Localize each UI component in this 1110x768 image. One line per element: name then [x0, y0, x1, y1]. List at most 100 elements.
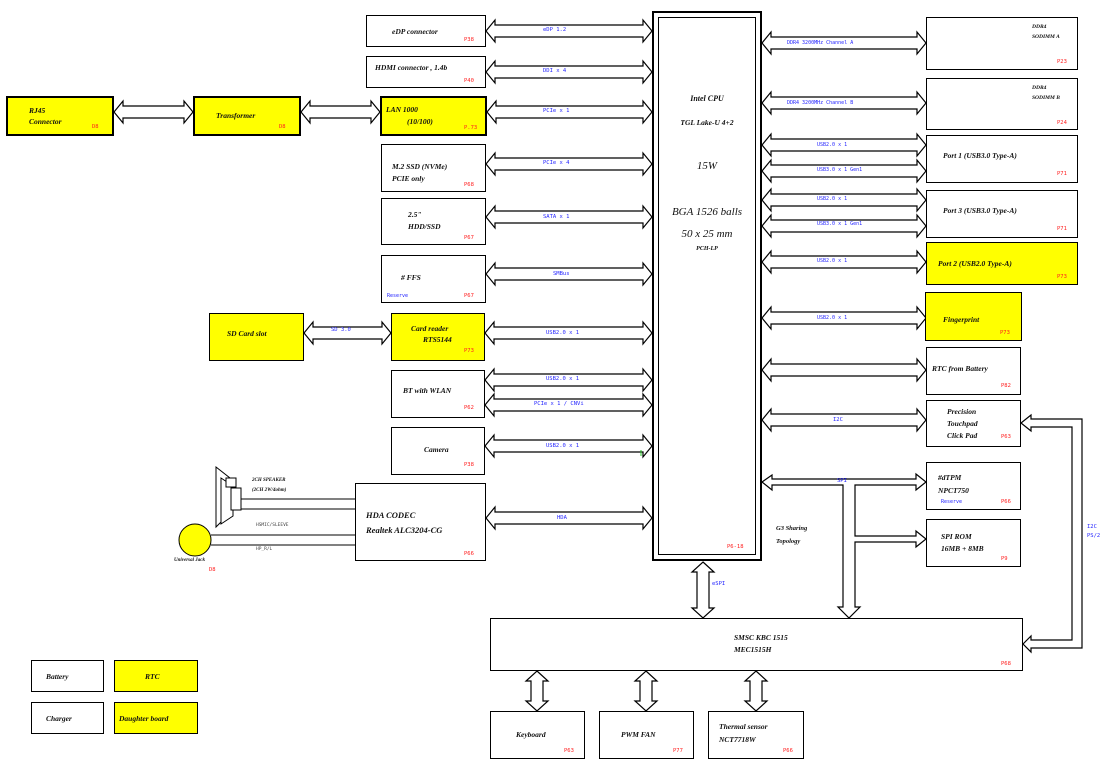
universal-jack-icon: [178, 523, 212, 557]
bus-fingerprint-usb2: USB2.0 x 1: [817, 315, 848, 321]
thermal-label: Thermal sensor: [719, 722, 768, 731]
arrow-lan: [486, 99, 653, 125]
bus-edp: eDP 1.2: [543, 27, 567, 33]
legend-daughter-label: Daughter board: [119, 714, 169, 723]
legend-charger: Charger: [31, 702, 104, 734]
fingerprint-label: Fingerprint: [943, 315, 980, 324]
cpu-block: Intel CPU TGL Lake-U 4+2 15W BGA 1526 ba…: [652, 11, 762, 561]
fan-page: P77: [673, 748, 683, 754]
spi-rom-label: SPI ROM: [941, 532, 972, 541]
speaker-label: 2CH SPEAKER: [252, 478, 286, 483]
thermal-chip: NCT7718W: [719, 735, 756, 744]
universal-jack-page: D8: [209, 567, 216, 573]
spi-rom-block: SPI ROM 16MB + 8MB P9: [926, 519, 1021, 567]
bus-i2c: I2C: [833, 417, 843, 423]
arrow-hda: [485, 505, 653, 531]
codec-page: P66: [464, 551, 474, 557]
fingerprint-block: Fingerprint P73: [925, 292, 1022, 341]
sd-card-slot-label: SD Card slot: [227, 329, 267, 338]
camera-page: P38: [464, 462, 474, 468]
arrow-keyboard: [524, 670, 550, 712]
camera-block: Camera P38: [391, 427, 485, 475]
ec-label: SMSC KBC 1515: [734, 633, 788, 642]
camera-label: Camera: [424, 445, 449, 454]
lan-label2: (10/100): [407, 117, 433, 126]
card-reader-chip: RTS5144: [423, 335, 452, 344]
port1-label: Port 1 (USB3.0 Type-A): [943, 151, 1017, 160]
ssd-page: P68: [464, 182, 474, 188]
bt-wlan-page: P62: [464, 405, 474, 411]
edp-page: P38: [464, 37, 474, 43]
port2-label: Port 2 (USB2.0 Type-A): [938, 259, 1012, 268]
i2c-side-label: I2C: [1087, 524, 1097, 530]
arrow-fan: [633, 670, 659, 712]
hdmi-page: P40: [464, 78, 474, 84]
card-reader-block: Card reader RTS5144 P73: [391, 313, 485, 361]
legend-rtc-label: RTC: [145, 672, 160, 681]
ffs-page: P67: [464, 293, 474, 299]
bus-ssd-pcie: PCIe x 4: [543, 160, 570, 166]
arrow-rj45-transformer: [113, 99, 194, 125]
dimm-a-page: P23: [1057, 59, 1067, 65]
lan-page: P.73: [464, 125, 478, 131]
usb-port2-block: Port 2 (USB2.0 Type-A) P73: [926, 242, 1078, 285]
bus-lan-pcie: PCIe x 1: [543, 108, 570, 114]
cpu-pch: PCH-LP: [696, 246, 718, 252]
rj45-connector-block: RJ45 Connector D8: [6, 96, 114, 136]
port2-page: P73: [1057, 274, 1067, 280]
card-reader-label: Card reader: [411, 324, 449, 333]
bus-smbus: SMBus: [553, 271, 570, 277]
card-reader-page: P73: [464, 348, 474, 354]
rj45-label2: Connector: [29, 117, 62, 126]
keyboard-page: P63: [564, 748, 574, 754]
lan-block: LAN 1000 (10/100) P.73: [380, 96, 487, 136]
rtc-battery-block: RTC from Battery P82: [926, 347, 1021, 395]
thermal-sensor-block: Thermal sensor NCT7718W P66: [708, 711, 804, 759]
arrow-rtc: [761, 357, 927, 383]
hdmi-connector-block: HDMI connector , 1.4b P40: [366, 56, 486, 88]
bus-ddr-a: DDR4 3200MHz Channel A: [787, 40, 854, 46]
bus-port1-usb3: USB3.0 x 1 Gen1: [817, 167, 863, 173]
usb-port3-block: Port 3 (USB3.0 Type-A) P71: [926, 190, 1078, 238]
transformer-label: Transformer: [216, 111, 256, 120]
rtc-battery-page: P82: [1001, 383, 1011, 389]
thermal-page: P66: [783, 748, 793, 754]
cpu-size: 50 x 25 mm: [681, 228, 733, 240]
bus-port1-usb2: USB2.0 x 1: [817, 142, 848, 148]
bus-wlan-pcie: PCIe x 1 / CNVi: [534, 401, 584, 407]
hdmi-label: HDMI connector , 1.4b: [375, 63, 448, 72]
jack-line-label1: HSMIC/SLEEVE: [256, 523, 289, 528]
lan-label: LAN 1000: [386, 105, 418, 114]
dtpm-block: #dTPM NPCT750 Reserve P66: [926, 462, 1021, 510]
dimm-b-label: DDR4: [1032, 85, 1047, 91]
bus-ddr-b: DDR4 3200MHz Channel B: [787, 100, 854, 106]
spi-rom-size: 16MB + 8MB: [941, 544, 984, 553]
dimm-a-label2: SODIMM A: [1032, 34, 1060, 40]
hdd-label: 2.5": [408, 210, 422, 219]
bus-cardreader-usb: USB2.0 x 1: [546, 330, 580, 336]
ec-page: P68: [1001, 661, 1011, 667]
ssd-label2: PCIE only: [392, 174, 425, 183]
spi-rom-page: P9: [1001, 556, 1008, 562]
arrow-edp: [485, 18, 653, 44]
bus-bt-usb: USB2.0 x 1: [546, 376, 580, 382]
edp-connector-block: eDP connector P38: [366, 15, 486, 47]
sodimm-a-block: DDR4 SODIMM A P23: [926, 17, 1078, 70]
keyboard-block: Keyboard P63: [490, 711, 585, 759]
ffs-reserve: Reserve: [387, 293, 409, 299]
arrow-sd-cardreader: [303, 320, 392, 346]
ffs-block: # FFS Reserve P67: [381, 255, 486, 303]
touchpad-label2: Touchpad: [947, 419, 978, 428]
rj45-label: RJ45: [29, 106, 46, 115]
ps2-side-label: PS/2: [1087, 533, 1101, 539]
arrow-thermal: [743, 670, 769, 712]
arrow-i2c-ps2-loop: [1020, 413, 1083, 654]
bt-wlan-block: BT with WLAN P62: [391, 370, 485, 418]
rj45-page: D8: [92, 124, 99, 130]
dimm-b-page: P24: [1057, 120, 1067, 126]
cpu-inner-border: Intel CPU TGL Lake-U 4+2 15W BGA 1526 ba…: [658, 17, 756, 555]
dtpm-label: #dTPM: [938, 473, 962, 482]
bus-spi: SPI: [837, 478, 847, 484]
legend-battery-label: Battery: [46, 672, 69, 681]
fan-label: PWM FAN: [621, 730, 656, 739]
